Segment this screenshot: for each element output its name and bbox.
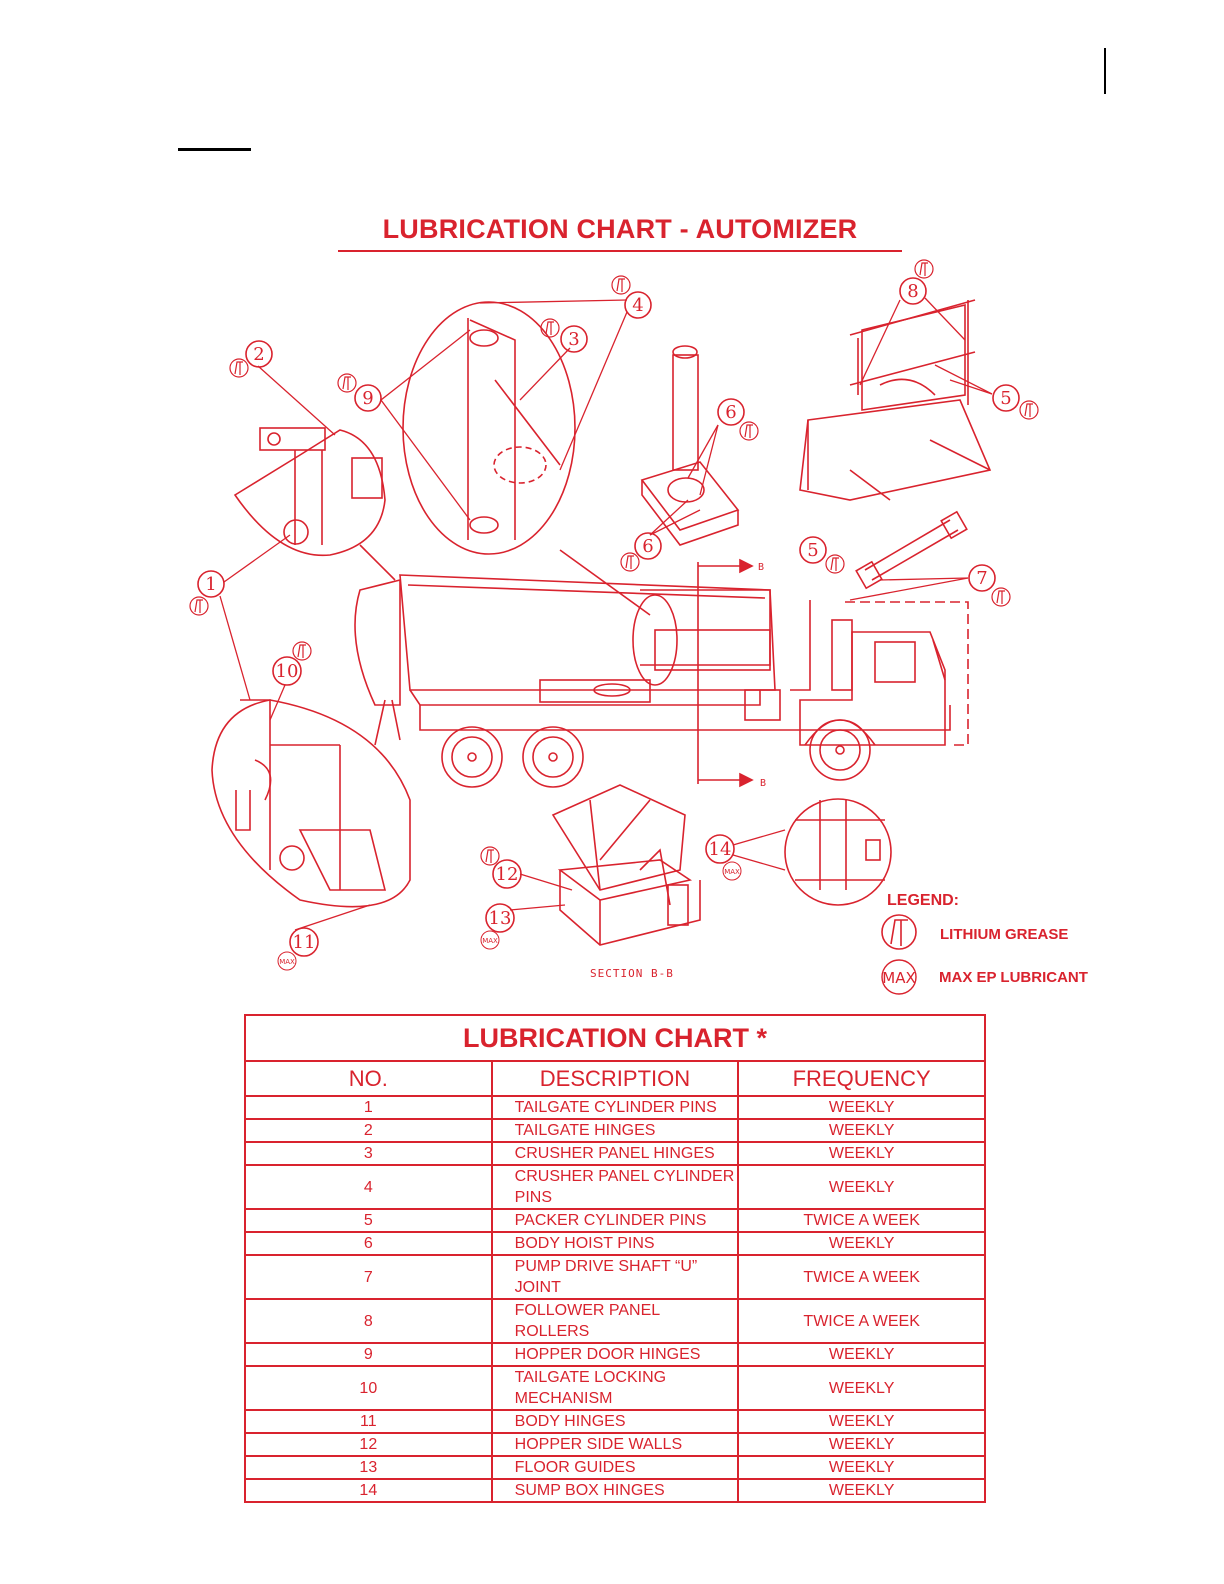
leader-lines bbox=[219, 297, 993, 931]
svg-text:12: 12 bbox=[496, 864, 519, 885]
svg-text:MAX: MAX bbox=[482, 937, 498, 945]
svg-text:MAX: MAX bbox=[882, 969, 915, 987]
callout-12: 12 bbox=[492, 859, 522, 889]
callout-10: 10 bbox=[272, 656, 302, 686]
svg-text:5: 5 bbox=[1000, 388, 1011, 409]
svg-text:B: B bbox=[760, 778, 766, 789]
header-frequency: FREQUENCY bbox=[737, 1060, 986, 1097]
max-ep-icons: MAX MAX MAX bbox=[277, 861, 742, 971]
grease-icon bbox=[620, 552, 640, 572]
legend-max-label: MAX EP LUBRICANT bbox=[939, 969, 1088, 986]
table-caption: LUBRICATION CHART * bbox=[244, 1014, 986, 1062]
header-description: DESCRIPTION bbox=[490, 1060, 740, 1097]
max-ep-icon: MAX bbox=[480, 930, 500, 950]
svg-text:10: 10 bbox=[276, 661, 299, 682]
callout-9: 9 bbox=[354, 384, 382, 412]
detail-tailgate-lock bbox=[211, 699, 411, 908]
svg-text:2: 2 bbox=[253, 344, 264, 365]
legend-lithium-label: LITHIUM GREASE bbox=[940, 926, 1069, 943]
svg-text:1: 1 bbox=[205, 574, 216, 595]
callout-2: 2 bbox=[245, 340, 273, 368]
svg-text:13: 13 bbox=[489, 908, 512, 929]
callout-4: 4 bbox=[624, 291, 652, 319]
grease-icon bbox=[611, 275, 631, 295]
callout-11: 11 bbox=[289, 927, 319, 957]
legend-max-icon: MAX bbox=[881, 959, 917, 995]
lubrication-table: LUBRICATION CHART * NO. DESCRIPTION FREQ… bbox=[244, 1014, 986, 1503]
detail-hopper-section bbox=[551, 784, 701, 946]
callouts: 1 2 3 4 5 5 6 6 7 8 9 10 11 12 13 14 bbox=[197, 277, 1020, 957]
grease-icon bbox=[914, 259, 934, 279]
svg-text:6: 6 bbox=[642, 536, 653, 557]
svg-text:B: B bbox=[758, 562, 764, 573]
grease-icon bbox=[825, 554, 845, 574]
grease-icon bbox=[480, 846, 500, 866]
detail-follower-panel bbox=[799, 299, 992, 501]
lubrication-diagram: B B bbox=[189, 259, 1039, 995]
svg-text:MAX: MAX bbox=[279, 958, 295, 966]
svg-text:6: 6 bbox=[725, 402, 736, 423]
svg-text:9: 9 bbox=[362, 388, 373, 409]
svg-text:4: 4 bbox=[632, 295, 643, 316]
callout-3: 3 bbox=[560, 325, 588, 353]
svg-text:7: 7 bbox=[976, 568, 987, 589]
detail-crusher-panel bbox=[402, 301, 651, 616]
svg-text:8: 8 bbox=[907, 281, 918, 302]
header-no: NO. bbox=[244, 1060, 493, 1097]
callout-8: 8 bbox=[899, 277, 927, 305]
legend-title: LEGEND: bbox=[887, 892, 959, 909]
grease-icon bbox=[739, 421, 759, 441]
callout-1: 1 bbox=[197, 570, 225, 598]
grease-icon bbox=[229, 358, 249, 378]
max-ep-icon: MAX bbox=[277, 951, 297, 971]
grease-icon bbox=[189, 596, 209, 616]
lithium-grease-icons bbox=[189, 259, 1039, 866]
detail-pump-shaft bbox=[855, 510, 968, 590]
svg-text:11: 11 bbox=[293, 932, 316, 953]
svg-text:MAX: MAX bbox=[724, 868, 740, 876]
grease-icon bbox=[991, 587, 1011, 607]
page-edge-bar bbox=[1104, 48, 1106, 94]
detail-sump-box bbox=[784, 798, 892, 906]
callout-14: 14 bbox=[705, 834, 735, 864]
svg-text:3: 3 bbox=[568, 329, 579, 350]
callout-6-bottom: 6 bbox=[634, 532, 662, 560]
callout-13: 13 bbox=[485, 903, 515, 933]
legend-lithium-icon bbox=[881, 914, 917, 950]
truck-illustration: B B bbox=[354, 558, 969, 789]
grease-icon bbox=[292, 641, 312, 661]
detail-body-hoist bbox=[640, 345, 740, 546]
grease-icon bbox=[1019, 400, 1039, 420]
svg-text:14: 14 bbox=[709, 839, 732, 860]
section-rule bbox=[178, 148, 251, 151]
detail-tailgate-hinge bbox=[233, 427, 396, 581]
max-ep-icon: MAX bbox=[722, 861, 742, 881]
diagram-title-underline bbox=[338, 250, 902, 252]
svg-text:5: 5 bbox=[807, 540, 818, 561]
grease-icon bbox=[540, 318, 560, 338]
callout-5-mid: 5 bbox=[799, 536, 827, 564]
diagram-title: LUBRICATION CHART - AUTOMIZER bbox=[382, 214, 858, 244]
grease-icon bbox=[337, 373, 357, 393]
callout-6-top: 6 bbox=[717, 398, 745, 426]
callout-7: 7 bbox=[968, 564, 996, 592]
section-label: SECTION B-B bbox=[590, 967, 674, 980]
callout-5-top: 5 bbox=[992, 384, 1020, 412]
